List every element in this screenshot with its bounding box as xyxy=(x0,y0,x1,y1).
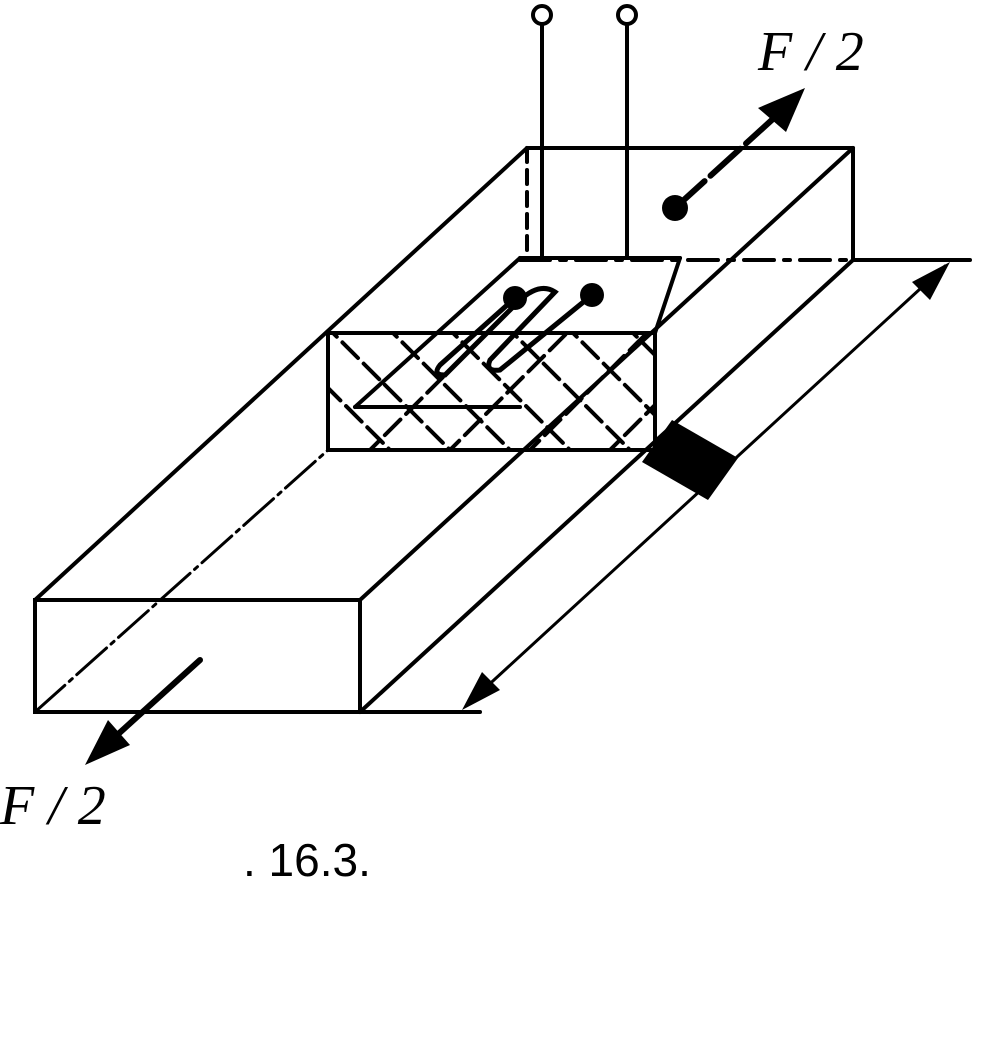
far-grip-block xyxy=(525,146,855,262)
arrowhead-icon xyxy=(758,88,805,132)
extensometer-block xyxy=(642,420,738,500)
lead-wires xyxy=(531,4,638,260)
strain-gauge xyxy=(326,256,682,452)
terminal-icon xyxy=(531,4,553,26)
terminal-icon xyxy=(616,4,638,26)
arrowhead-icon xyxy=(85,720,130,765)
arrowhead-icon xyxy=(462,672,500,710)
force-arrow-bottom xyxy=(102,657,203,749)
force-arrow-top xyxy=(672,105,788,211)
load-point-dot xyxy=(662,195,688,221)
force-label-bottom: F / 2 xyxy=(0,775,106,837)
gauge-solder-dot xyxy=(580,283,604,307)
figure-caption: . 16.3. xyxy=(243,834,371,886)
arrowhead-icon xyxy=(912,262,950,300)
specimen-bar xyxy=(33,146,972,714)
force-label-top: F / 2 xyxy=(757,21,864,83)
gauge-solder-dot xyxy=(503,286,527,310)
near-grip-block xyxy=(33,598,362,714)
